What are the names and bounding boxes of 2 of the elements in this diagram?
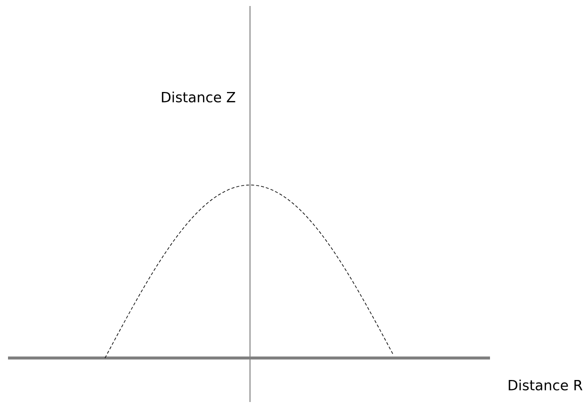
axis-label: Distance Z	[162, 92, 236, 102]
axis-label: Distance R	[508, 380, 582, 390]
